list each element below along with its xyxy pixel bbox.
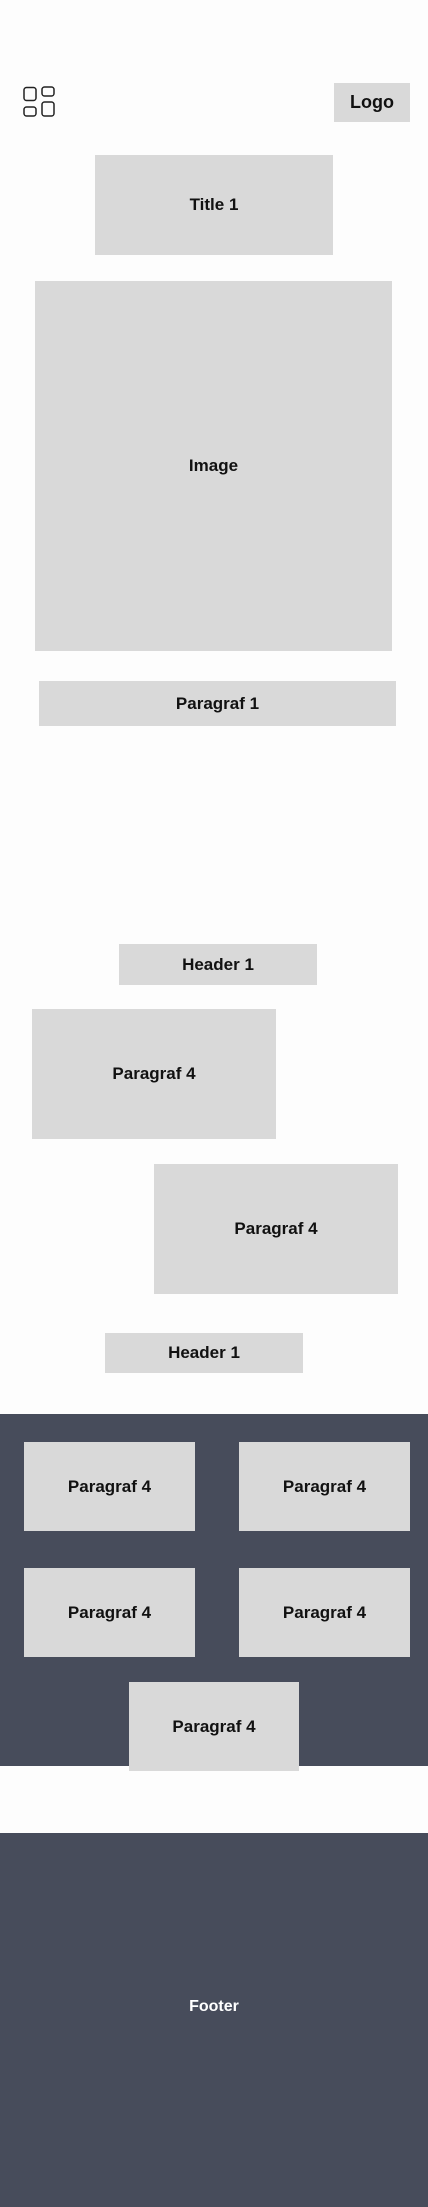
paragraph-1: Paragraf 1 — [39, 681, 396, 726]
logo[interactable]: Logo — [334, 83, 410, 122]
section-header: Header 1 — [119, 944, 317, 985]
card: Paragraf 4 — [24, 1442, 195, 1531]
card: Paragraf 4 — [129, 1682, 299, 1771]
paragraph-block-right: Paragraf 4 — [154, 1164, 398, 1294]
section-header: Header 1 — [105, 1333, 303, 1373]
paragraph-block-left: Paragraf 4 — [32, 1009, 276, 1139]
card: Paragraf 4 — [239, 1442, 410, 1531]
page-title: Title 1 — [95, 155, 333, 255]
card: Paragraf 4 — [239, 1568, 410, 1657]
hero-image: Image — [35, 281, 392, 651]
footer-label: Footer — [189, 1998, 239, 2015]
card: Paragraf 4 — [24, 1568, 195, 1657]
footer — [0, 1833, 428, 2207]
grid-icon[interactable] — [23, 86, 55, 118]
